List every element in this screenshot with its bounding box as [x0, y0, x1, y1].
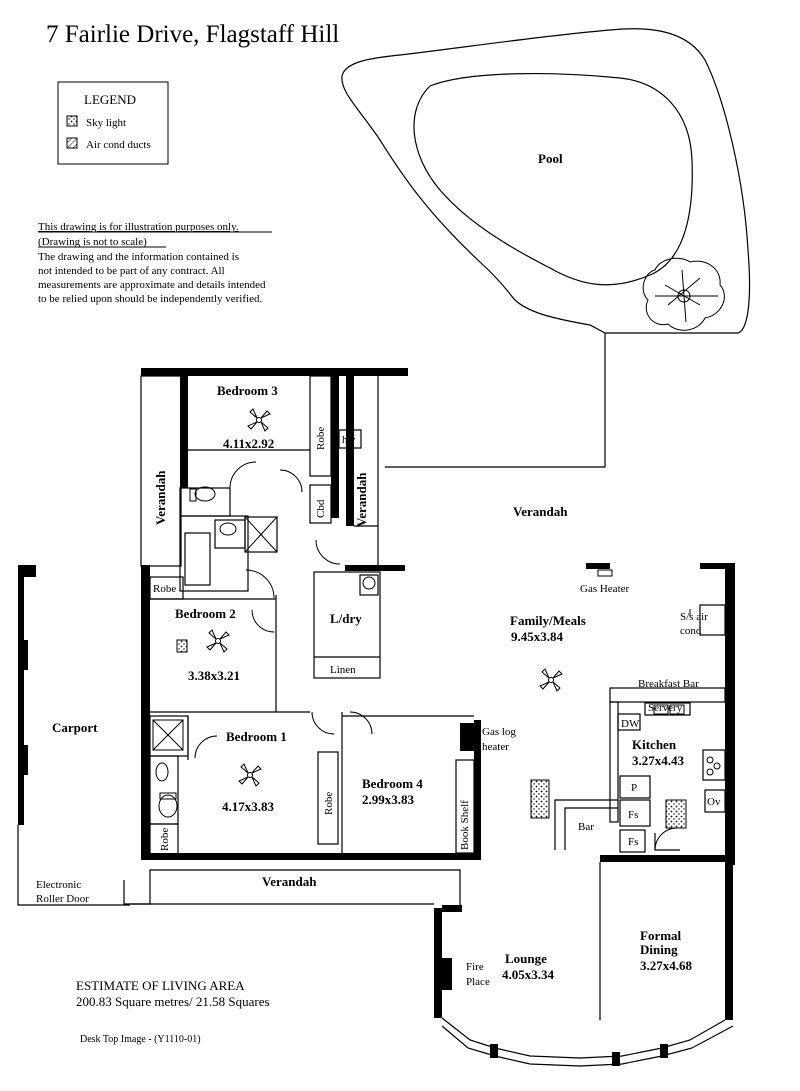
room-size: 3.27x4.68 — [640, 958, 693, 973]
pool-area: Pool — [341, 28, 751, 468]
linen-label: Linen — [330, 664, 356, 676]
room-size: 3.27x4.43 — [632, 753, 685, 768]
robe-label: Robe — [153, 583, 176, 595]
room-size: 4.05x3.34 — [502, 967, 555, 982]
toilet-icon — [158, 794, 178, 818]
ac-label: cond — [680, 625, 702, 637]
fixtures — [152, 486, 691, 818]
breakfast-bar-label: Breakfast Bar — [638, 678, 699, 690]
fs-label: Fs — [628, 809, 638, 821]
verandah-label: Verandah — [354, 472, 369, 527]
room-size: 9.45x3.84 — [511, 629, 564, 644]
disclaimer-line: measurements are approximate and details… — [38, 279, 266, 291]
room-name: L/dry — [330, 611, 362, 626]
room-name: Family/Meals — [510, 613, 586, 628]
skylight-icon — [66, 115, 78, 127]
walls — [18, 368, 735, 1020]
ceiling-fan-icon — [238, 763, 262, 787]
robe-label: Robe — [323, 792, 335, 815]
disclaimer-line: to be relied upon should be independentl… — [38, 293, 262, 305]
roller-door-label: Roller Door — [36, 893, 89, 905]
pool-label: Pool — [538, 151, 563, 166]
book-shelf-label: Book Shelf — [459, 800, 471, 850]
verandah-label: Verandah — [262, 874, 317, 889]
pool-shape — [413, 72, 693, 286]
gas-log-label: Gas log — [482, 726, 516, 738]
fireplace-label: Fire — [466, 961, 484, 973]
gas-heater-label: Gas Heater — [580, 583, 630, 595]
skylight-icon — [665, 799, 687, 829]
air-cond-duct-icon — [66, 137, 78, 149]
robe-label: Robe — [159, 828, 171, 851]
legend-item-skylight: Sky light — [86, 117, 126, 129]
room-size: 4.17x3.83 — [222, 799, 275, 814]
gas-log-label: heater — [482, 741, 509, 753]
gas-heater-icon — [597, 569, 613, 577]
estimate-heading: ESTIMATE OF LIVING AREA — [76, 978, 245, 993]
servery-label: Servery — [648, 702, 683, 714]
fs-label: Fs — [628, 836, 638, 848]
ceiling-fan-icon — [247, 408, 271, 432]
disclaimer-line: (Drawing is not to scale) — [38, 236, 147, 248]
fixture-labels: Robe hw Cbd Robe Robe Robe Book Shelf Li… — [36, 427, 721, 988]
ceiling-fan-icon — [539, 668, 563, 692]
page-title: 7 Fairlie Drive, Flagstaff Hill — [46, 21, 339, 48]
legend-heading: LEGEND — [84, 92, 136, 107]
room-labels: Bedroom 3 4.11x2.92 Bedroom 2 3.38x3.21 … — [52, 383, 693, 982]
shower-icon — [152, 719, 184, 751]
legend-item-ducts: Air cond ducts — [86, 139, 151, 151]
cbd-label: Cbd — [315, 499, 327, 518]
skylight-icon — [530, 779, 550, 819]
disclaimer-line: This drawing is for illustration purpose… — [38, 221, 239, 233]
disclaimer: This drawing is for illustration purpose… — [38, 221, 272, 305]
bar-label: Bar — [578, 821, 594, 833]
room-name: Carport — [52, 720, 98, 735]
room-name: Formal — [640, 928, 682, 943]
verandah-label: Verandah — [513, 504, 568, 519]
legend: LEGEND Sky light Air cond ducts — [57, 81, 169, 165]
pantry-label: P — [631, 782, 637, 794]
doors — [194, 461, 678, 851]
room-name: Bedroom 3 — [217, 383, 278, 398]
tub-icon — [362, 576, 376, 590]
room-name: Bedroom 1 — [226, 729, 287, 744]
oven-label: Ov — [707, 796, 721, 808]
room-name: Bedroom 2 — [175, 606, 236, 621]
room-size: 2.99x3.83 — [362, 792, 415, 807]
toilet-icon — [194, 486, 216, 502]
interior-lines — [17, 375, 734, 1067]
basin-icon — [219, 522, 237, 536]
ceiling-fan-icon — [206, 629, 230, 653]
tree-icon — [642, 257, 725, 331]
fireplace-label: Place — [466, 976, 490, 988]
hw-label: hw — [342, 434, 356, 446]
disclaimer-line: The drawing and the information containe… — [38, 251, 239, 263]
skylight-icon — [176, 639, 188, 653]
room-name: Lounge — [505, 951, 547, 966]
verandah-label: Verandah — [153, 470, 168, 525]
estimate-value: 200.83 Square metres/ 21.58 Squares — [76, 994, 270, 1009]
image-reference: Desk Top Image - (Y1110-01) — [80, 1034, 201, 1045]
room-name: Bedroom 4 — [362, 776, 423, 791]
room-size: 3.38x3.21 — [188, 668, 240, 683]
roller-door-label: Electronic — [36, 879, 81, 891]
basin-icon — [155, 762, 169, 782]
room-size: 4.11x2.92 — [223, 436, 274, 451]
ac-label: S/s air — [680, 611, 708, 623]
dw-label: DW — [621, 718, 640, 730]
room-name: Kitchen — [632, 737, 677, 752]
room-name: Dining — [640, 942, 678, 957]
robe-label: Robe — [315, 427, 327, 450]
disclaimer-line: not intended to be part of any contract.… — [38, 265, 225, 277]
